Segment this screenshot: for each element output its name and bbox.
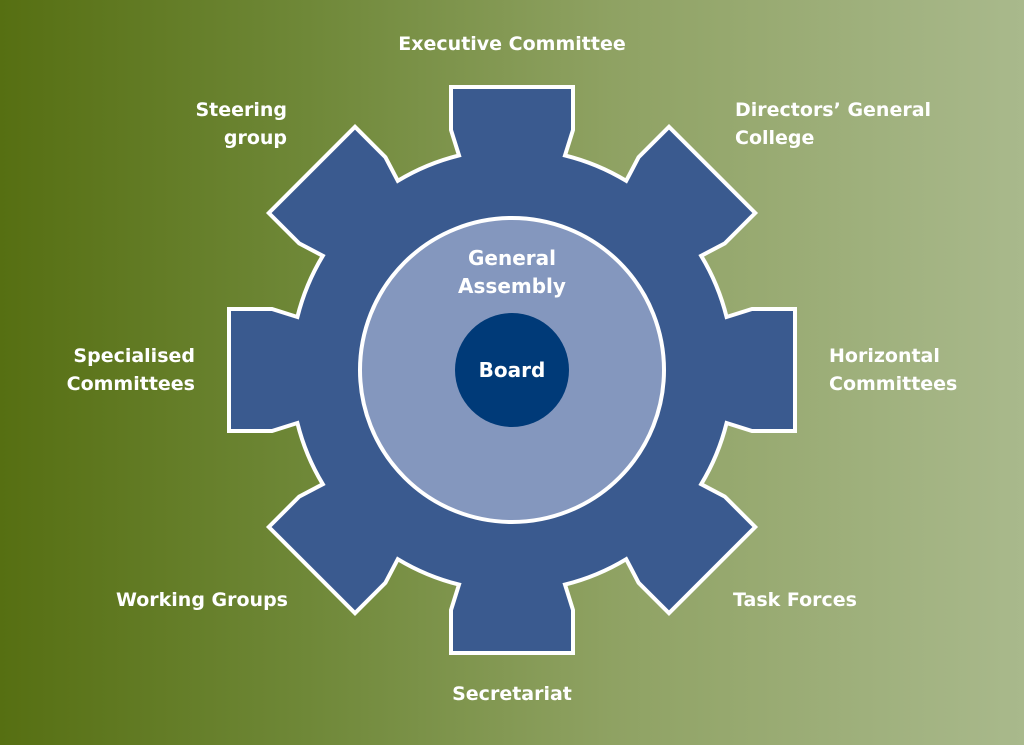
label-secretariat: Secretariat: [452, 683, 572, 705]
general-assembly-label: General Assembly: [458, 246, 566, 298]
board-circle: [455, 313, 569, 427]
label-task-forces: Task Forces: [733, 589, 857, 611]
label-steering-group: Steering group: [195, 99, 287, 149]
label-working-groups: Working Groups: [115, 589, 288, 611]
board-label: Board: [478, 358, 546, 382]
label-horizontal-committees: Horizontal Committees: [829, 345, 958, 395]
label-specialised-committees: Specialised Committees: [66, 345, 195, 395]
label-executive-committee: Executive Committee: [398, 33, 626, 55]
label-directors-general-college: Directors’ General College: [735, 99, 932, 149]
